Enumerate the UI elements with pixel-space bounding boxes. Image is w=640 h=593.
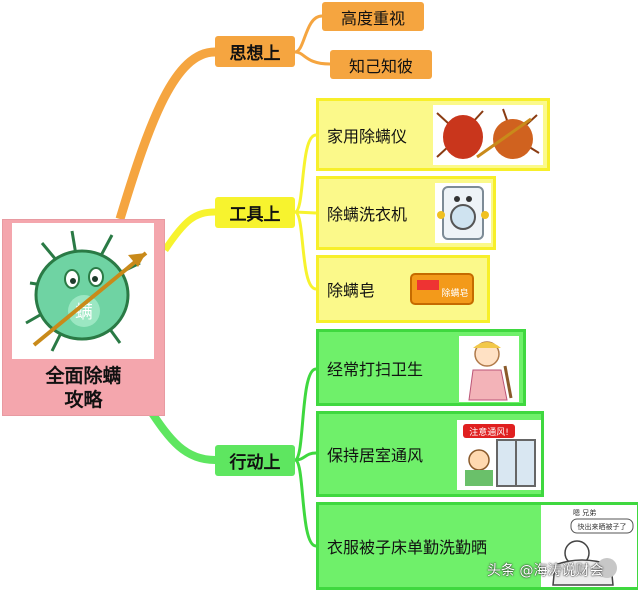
leaf-act-2[interactable]: 保持居室通风 注意通风! (316, 411, 544, 497)
connector-tool (162, 208, 216, 252)
watermark: 头条 @海涛说财会 (487, 563, 604, 579)
banner-text: 注意通风! (469, 426, 509, 438)
leaf-act-1[interactable]: 经常打扫卫生 (316, 329, 526, 406)
connector-act-3 (293, 458, 317, 548)
branch-act[interactable]: 行动上 (215, 445, 295, 476)
watermark-badge (597, 558, 617, 578)
connector-tool-3 (293, 210, 317, 291)
washing-machine-image (435, 183, 491, 243)
leaf-tool-1-label: 家用除螨仪 (327, 126, 408, 146)
soap-image: 除螨皂 (405, 264, 479, 314)
leaf-tool-2[interactable]: 除螨洗衣机 (316, 176, 496, 250)
connector-think-1 (294, 14, 323, 54)
leaf-act-3-label: 衣服被子床单勤洗勤晒 (327, 538, 488, 557)
soap-text: 除螨皂 (441, 287, 468, 299)
leaf-tool-3[interactable]: 除螨皂 除螨皂 (316, 255, 490, 323)
connector-act (146, 407, 216, 464)
cleaning-person-image (459, 336, 519, 402)
connector-think-2 (294, 50, 331, 66)
leaf-act-3[interactable]: 衣服被子床单勤洗勤晒 嗯 兄弟 快出来晒被子了 (316, 502, 638, 590)
branch-think[interactable]: 思想上 (215, 36, 295, 67)
root-title: 全面除螨 攻略 (45, 364, 122, 411)
branch-tool[interactable]: 工具上 (215, 197, 295, 228)
connector-think (115, 47, 216, 221)
leaf-tool-3-label: 除螨皂 (327, 281, 376, 300)
connector-tool-1 (293, 133, 317, 214)
mite-mascot-image: 螨 (12, 223, 154, 359)
bedding-image: 嗯 兄弟 快出来晒被子了 (541, 505, 637, 587)
leaf-act-2-label: 保持居室通风 (327, 446, 424, 465)
connector-tool-2 (294, 210, 317, 215)
leaf-tool-2-label: 除螨洗衣机 (327, 205, 408, 224)
mite-remover-image (433, 105, 543, 165)
leaf-tool-1[interactable]: 家用除螨仪 (316, 98, 550, 171)
ventilation-image: 注意通风! (457, 420, 541, 490)
dialog-bubble: 快出来晒被子了 (578, 522, 627, 531)
leaf-act-1-label: 经常打扫卫生 (327, 359, 424, 379)
leaf-think-2[interactable]: 知己知彼 (330, 50, 432, 79)
leaf-think-1[interactable]: 高度重视 (322, 2, 424, 31)
connector-act-1 (293, 367, 317, 462)
dialog-top: 嗯 兄弟 (573, 508, 596, 517)
